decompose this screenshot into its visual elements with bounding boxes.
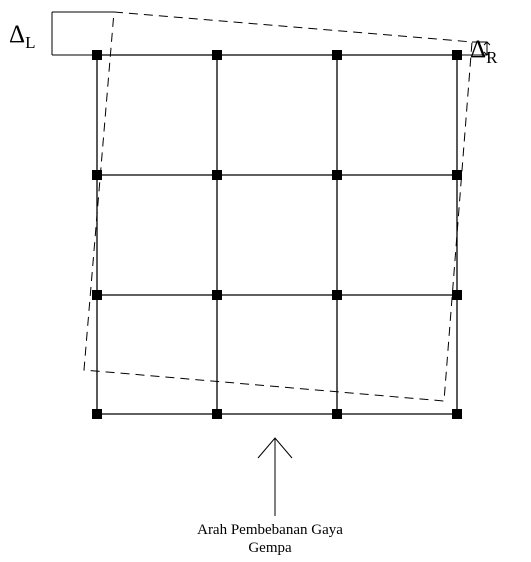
node-marker bbox=[332, 170, 342, 180]
drift-left-label: ΔL bbox=[9, 21, 35, 51]
drift-right-marker bbox=[462, 41, 491, 56]
drift-left-subscript: L bbox=[25, 33, 36, 52]
node-marker bbox=[452, 290, 462, 300]
node-marker bbox=[92, 409, 102, 419]
nodes bbox=[92, 50, 462, 419]
node-marker bbox=[212, 409, 222, 419]
load-direction-caption: Arah Pembebanan Gaya Gempa bbox=[145, 521, 395, 557]
node-marker bbox=[92, 170, 102, 180]
original-grid bbox=[96, 54, 458, 415]
displaced-outline bbox=[83, 11, 473, 402]
load-direction-arrow bbox=[257, 437, 293, 516]
delta-symbol: Δ bbox=[470, 36, 487, 63]
drift-right-subscript: R bbox=[486, 48, 498, 67]
node-marker bbox=[452, 170, 462, 180]
drift-right-label: ΔR bbox=[470, 36, 497, 66]
delta-symbol: Δ bbox=[9, 21, 26, 48]
node-marker bbox=[332, 50, 342, 60]
caption-line-1: Arah Pembebanan Gaya bbox=[197, 522, 343, 538]
node-marker bbox=[332, 409, 342, 419]
drift-left-bracket bbox=[51, 11, 114, 56]
node-marker bbox=[452, 409, 462, 419]
node-marker bbox=[212, 290, 222, 300]
node-marker bbox=[452, 50, 462, 60]
node-marker bbox=[92, 290, 102, 300]
node-marker bbox=[332, 290, 342, 300]
node-marker bbox=[212, 170, 222, 180]
node-marker bbox=[212, 50, 222, 60]
caption-line-2: Gempa bbox=[248, 540, 292, 556]
